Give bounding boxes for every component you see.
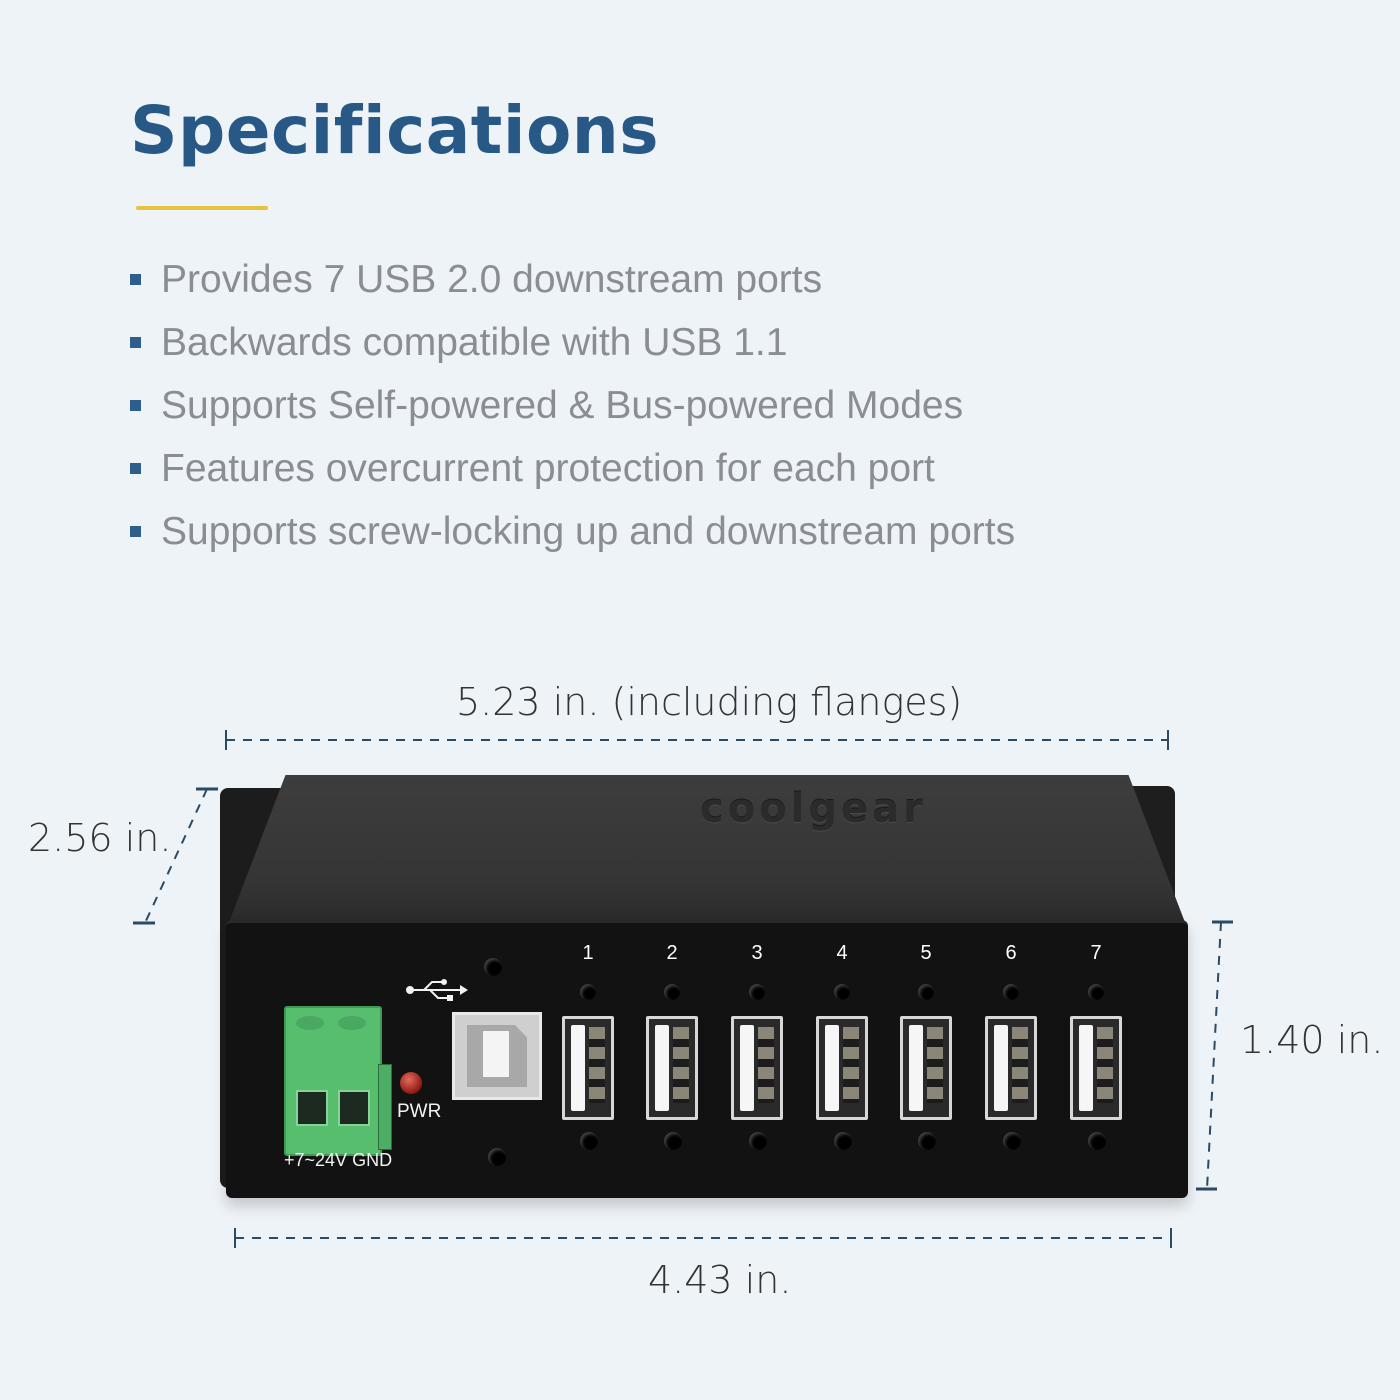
terminal-screw <box>338 1016 366 1030</box>
terminal-slot <box>296 1090 328 1126</box>
spec-list: Provides 7 USB 2.0 downstream ports Back… <box>130 248 1015 563</box>
spec-item: Supports screw-locking up and downstream… <box>130 500 1015 563</box>
terminal-slot <box>338 1090 370 1126</box>
screw-hole <box>1003 984 1019 1000</box>
bullet-icon <box>130 463 141 474</box>
power-terminal-label: +7~24V GND <box>284 1150 393 1170</box>
spec-text: Supports screw-locking up and downstream… <box>161 509 1016 553</box>
usb-port-2 <box>646 1016 698 1120</box>
screw-hole <box>488 1148 506 1166</box>
port-number: 3 <box>751 942 763 964</box>
screw-hole <box>664 1132 682 1150</box>
hub-top-panel <box>228 775 1186 925</box>
dimension-depth: 2.56 in. <box>28 816 172 860</box>
screw-hole <box>749 1132 767 1150</box>
screw-hole <box>664 984 680 1000</box>
usb-port-7 <box>1070 1016 1122 1120</box>
screw-hole <box>918 984 934 1000</box>
usb-port-6 <box>985 1016 1037 1120</box>
screw-hole <box>834 1132 852 1150</box>
dimension-width-flanges: 5.23 in. (including flanges) <box>456 680 963 724</box>
port-number: 5 <box>920 942 932 964</box>
screw-hole <box>918 1132 936 1150</box>
spec-item: Features overcurrent protection for each… <box>130 437 1015 500</box>
terminal-screw <box>296 1016 324 1030</box>
screw-hole <box>580 984 596 1000</box>
page-title: Specifications <box>130 92 660 169</box>
usb-port-3 <box>731 1016 783 1120</box>
usb-port-4 <box>816 1016 868 1120</box>
brand-logo: coolgear <box>700 786 927 832</box>
terminal-tab <box>378 1064 392 1150</box>
usb-port-5 <box>900 1016 952 1120</box>
title-underline <box>136 206 268 210</box>
port-number: 4 <box>836 942 848 964</box>
spec-item: Supports Self-powered & Bus-powered Mode… <box>130 374 1015 437</box>
spec-text: Supports Self-powered & Bus-powered Mode… <box>161 383 964 427</box>
dimension-width: 4.43 in. <box>648 1258 792 1302</box>
screw-hole <box>1088 984 1104 1000</box>
usb-port-1 <box>562 1016 614 1120</box>
screw-hole <box>484 958 502 976</box>
spec-item: Provides 7 USB 2.0 downstream ports <box>130 248 1015 311</box>
spec-item: Backwards compatible with USB 1.1 <box>130 311 1015 374</box>
bullet-icon <box>130 526 141 537</box>
bullet-icon <box>130 337 141 348</box>
port-number: 6 <box>1005 942 1017 964</box>
port-number: 1 <box>582 942 594 964</box>
bullet-icon <box>130 400 141 411</box>
port-number: 2 <box>666 942 678 964</box>
usb-icon <box>406 979 468 1001</box>
port-number: 7 <box>1090 942 1102 964</box>
screw-hole <box>580 1132 598 1150</box>
screw-hole <box>1088 1132 1106 1150</box>
screw-hole <box>834 984 850 1000</box>
power-led <box>400 1072 422 1094</box>
bullet-icon <box>130 274 141 285</box>
dimension-height: 1.40 in. <box>1240 1018 1384 1062</box>
screw-hole <box>1003 1132 1021 1150</box>
spec-text: Features overcurrent protection for each… <box>161 446 935 490</box>
screw-hole <box>749 984 765 1000</box>
usb-upstream-port <box>452 1012 542 1100</box>
spec-text: Provides 7 USB 2.0 downstream ports <box>161 257 823 301</box>
power-led-label: PWR <box>397 1101 442 1122</box>
spec-text: Backwards compatible with USB 1.1 <box>161 320 788 364</box>
power-terminal-block <box>284 1006 382 1156</box>
